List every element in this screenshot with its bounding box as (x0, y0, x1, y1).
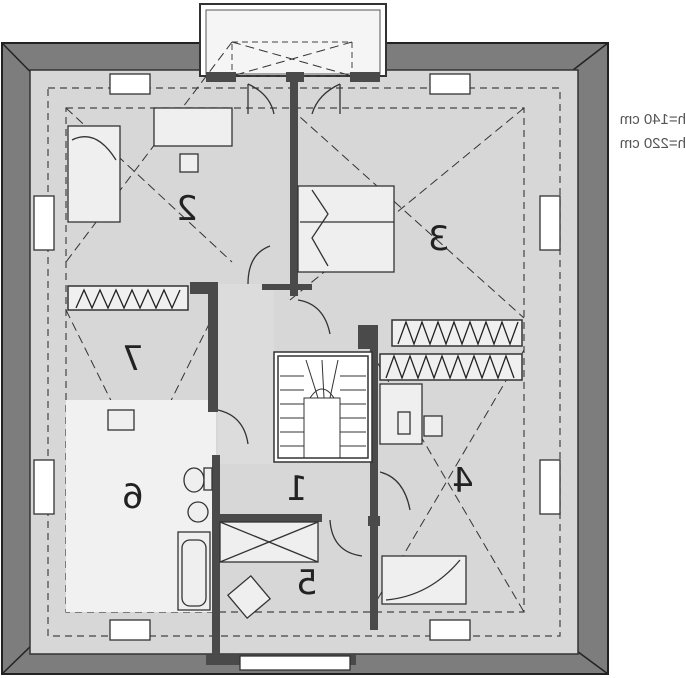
room-label-6: 6 (122, 477, 144, 517)
bed-room4 (381, 555, 467, 605)
room-label-1: 1 (286, 469, 308, 509)
bed-room2 (67, 125, 121, 223)
sink (107, 409, 135, 431)
wardrobe-room4 (379, 353, 523, 381)
room-label-5: 5 (296, 563, 318, 603)
room-label-4: 4 (452, 461, 474, 501)
wardrobe-room3 (391, 319, 523, 347)
furniture (67, 107, 467, 620)
room-label-3: 3 (428, 219, 450, 259)
doors (217, 83, 411, 557)
stair-treads (280, 359, 366, 459)
wardrobe-room2 (67, 285, 189, 311)
legend-line-2: h=220 cm (620, 135, 686, 152)
chair-room5 (226, 574, 272, 620)
legend-line-1: h=140 cm (620, 111, 686, 128)
dormer-windows (33, 73, 561, 671)
room-label-7: 7 (122, 339, 144, 379)
height-legend: h=140 cm h=220 cm (620, 111, 686, 152)
toilet (183, 467, 205, 493)
desk-room2 (153, 107, 233, 147)
bidet (187, 501, 209, 523)
room-label-2: 2 (176, 189, 198, 229)
bed-room3 (297, 185, 395, 273)
